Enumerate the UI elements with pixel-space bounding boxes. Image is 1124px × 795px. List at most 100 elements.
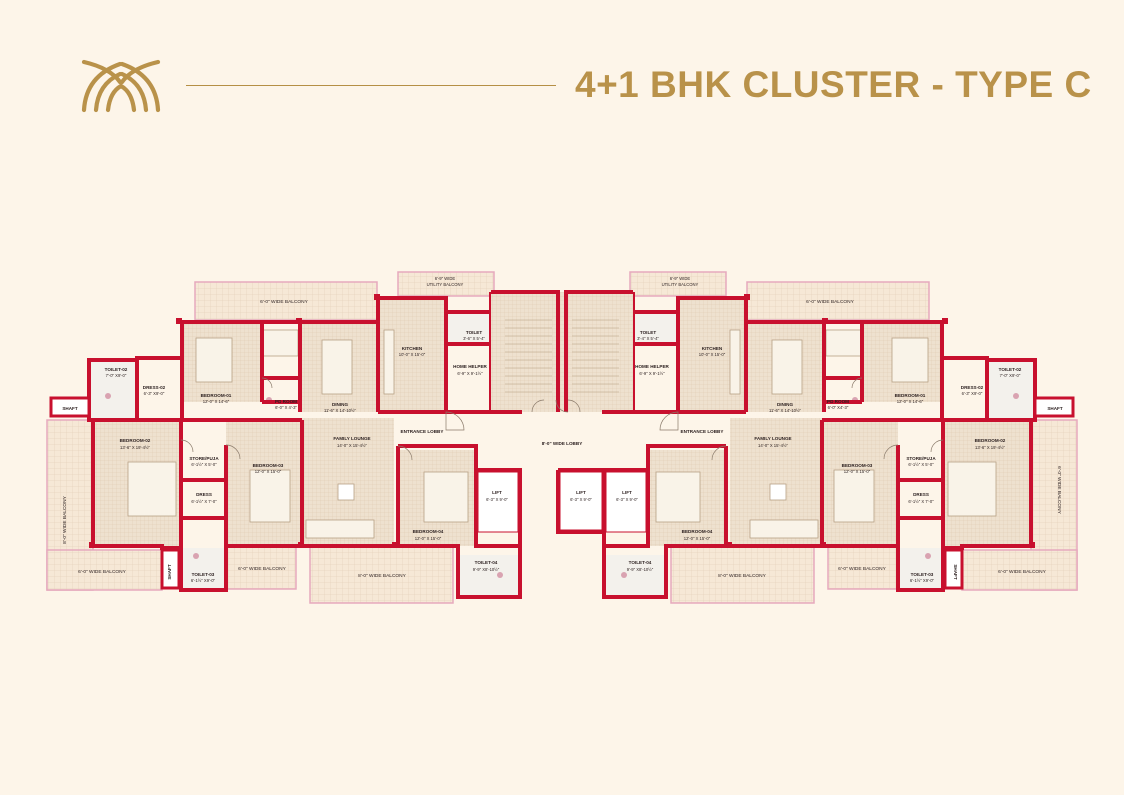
room-label-plan-right-unit-store-puja-name: STORE/PUJA <box>906 456 936 461</box>
room-label-plan-core-lift-2-size: 6'-3" X 9'-0" <box>570 497 592 502</box>
room-label-plan-left-unit-dress-02-size: 6'-3" X9'-0" <box>144 391 165 396</box>
left-unit <box>45 270 522 605</box>
room-label-plan-left-unit-bedroom-04-size: 12'-0" X 15'-0" <box>415 536 442 541</box>
room-label-plan-right-unit-toilet-03-size: 6'-1½" X9'-0" <box>910 578 935 583</box>
room-label-plan-left-unit-kitchen-name: KITCHEN <box>402 346 423 351</box>
room-label-plan-right-unit-family-lounge-size: 14'-0" X 15'-4½" <box>758 443 788 448</box>
room-label-plan-core-lift-2-name: LIFT <box>576 490 586 495</box>
room-label-plan-left-unit-bedroom-01-size: 12'-0" X 14'-6" <box>203 399 230 404</box>
central-core <box>476 290 648 546</box>
room-label-plan-right-unit-store-puja-size: 6'-1½" X 5'-0" <box>908 462 934 467</box>
page-title: 4+1 BHK CLUSTER - TYPE C <box>575 64 1092 105</box>
room-label-plan-right-unit-bedroom-01-size: 12'-0" X 14'-6" <box>897 399 924 404</box>
room-label-plan-left-unit-store-puja-size: 6'-1½" X 5'-0" <box>191 462 217 467</box>
room-label-plan-right-unit-balcony-top: 6'-0" WIDE BALCONY <box>806 299 854 305</box>
room-label-plan-right-unit-dress-name: DRESS <box>913 492 929 497</box>
wheat-arches-logo-icon <box>81 59 161 113</box>
room-label-plan-left-unit-bedroom-02-name: BEDROOM-02 <box>120 438 151 443</box>
room-label-plan-left-unit-dining-name: DINING <box>332 402 349 407</box>
room-label-plan-left-unit-bedroom-03-name: BEDROOM-03 <box>253 463 284 468</box>
core-labels: 8'-0" WIDE LOBBY LIFT 6'-3" X 9'-0" LIFT… <box>486 441 638 502</box>
room-label-plan-right-unit-toilet-02-name: TOILET-02 <box>999 367 1022 372</box>
room-label-plan-left-unit-bedroom-02-size: 13'-6" X 19'-4½" <box>120 445 150 450</box>
right-unit <box>602 270 1079 605</box>
room-label-plan-right-unit-toilet-02-size: 7'-0" X9'-0" <box>1000 373 1021 378</box>
room-label-plan-left-unit-toilet-03-name: TOILET-03 <box>192 572 215 577</box>
room-label-plan-right-unit-bedroom-01-name: BEDROOM-01 <box>895 393 926 398</box>
room-label-plan-left-unit-store-puja-name: STORE/PUJA <box>189 456 219 461</box>
room-label-plan-core-lift-3-name: LIFT <box>622 490 632 495</box>
room-label-plan-right-unit-dress-size: 6'-1½" X 7'-0" <box>908 499 934 504</box>
lift-mid <box>559 471 603 531</box>
room-label-plan-left-unit-dress-name: DRESS <box>196 492 212 497</box>
title-divider <box>186 85 556 86</box>
room-label-plan-left-unit-kitchen-size: 10'-0" X 15'-0" <box>399 352 426 357</box>
room-label-plan-right-unit-shaft-bottom: SHAFT <box>953 564 958 580</box>
room-label-plan-right-unit-dress-02-name: DRESS-02 <box>961 385 984 390</box>
room-label-plan-right-unit-balcony-bottom-mid: 6'-0" WIDE BALCONY <box>838 566 886 572</box>
room-label-plan-core-lift-1-name: LIFT <box>492 490 502 495</box>
room-label-plan-right-unit-pd-room-size: 6'-0" X4'-3" <box>828 405 849 410</box>
room-label-plan-left-unit-balcony-bottom-big: 8'-0" WIDE BALCONY <box>358 573 406 579</box>
room-label-plan-left-unit-toilet-top-name: TOILET <box>466 330 482 335</box>
room-label-plan-left-unit-balcony-left-vertical: 8'-0" WIDE BALCONY <box>62 495 68 543</box>
room-label-plan-left-unit-bedroom-03-size: 12'-0" X 15'-0" <box>255 469 282 474</box>
room-label-plan-left-unit-pd-room-size: 6'-0" X 4'-3" <box>275 405 297 410</box>
room-label-plan-left-unit-balcony-bottom-left: 6'-0" WIDE BALCONY <box>78 569 126 575</box>
room-label-plan-right-unit-toilet-04-name: TOILET-04 <box>629 560 652 565</box>
room-label-plan-left-unit-toilet-top-size: 3'-6" X 5'-4" <box>463 336 485 341</box>
room-label-plan-right-unit-bedroom-04-size: 12'-0" X 15'-0" <box>684 536 711 541</box>
room-label-plan-right-unit-home-helper-size: 6'-9" X 9'-1½" <box>639 371 665 376</box>
room-label-plan-right-unit-shaft-top: SHAFT <box>1047 406 1063 411</box>
room-label-plan-right-unit-family-lounge-name: FAMILY LOUNGE <box>754 436 791 441</box>
room-label-plan-right-unit-dining-name: DINING <box>777 402 794 407</box>
room-label-plan-right-unit-bedroom-03-size: 12'-0" X 15'-0" <box>844 469 871 474</box>
room-label-plan-right-unit-bedroom-02-name: BEDROOM-02 <box>975 438 1006 443</box>
room-label-plan-left-unit-dress-size: 6'-1½" X 7'-0" <box>191 499 217 504</box>
room-label-plan-right-unit-toilet-top-size: 3'-4" X 5'-4" <box>637 336 659 341</box>
lift-right <box>605 471 647 533</box>
room-label-plan-right-unit-kitchen-size: 10'-0" X 15'-0" <box>699 352 726 357</box>
room-label-plan-left-unit-toilet-03-size: 6'-1½" X9'-0" <box>191 578 216 583</box>
room-label-plan-left-unit-shaft-bottom: SHAFT <box>167 564 172 580</box>
room-label-plan-left-unit-family-lounge-size: 14'-0" X 15'-4½" <box>337 443 367 448</box>
room-label-plan-right-unit-bedroom-02-size: 13'-6" X 19'-4½" <box>975 445 1005 450</box>
room-label-plan-right-unit-kitchen-name: KITCHEN <box>702 346 723 351</box>
room-label-plan-right-unit-home-helper-name: HOME HELPER <box>635 364 669 369</box>
room-label-plan-right-unit-bedroom-03-name: BEDROOM-03 <box>842 463 873 468</box>
room-label-plan-left-unit-bedroom-04-name: BEDROOM-04 <box>413 529 444 534</box>
room-label-plan-left-unit-home-helper-name: HOME HELPER <box>453 364 487 369</box>
room-label-plan-right-unit-toilet-03-name: TOILET-03 <box>911 572 934 577</box>
room-label-plan-left-unit-bedroom-01-name: BEDROOM-01 <box>201 393 232 398</box>
room-label-plan-core-lift-1-size: 6'-3" X 9'-0" <box>486 497 508 502</box>
room-label-plan-right-unit-dress-02-size: 6'-3" X9'-0" <box>962 391 983 396</box>
room-label-plan-left-unit-dress-02-name: DRESS-02 <box>143 385 166 390</box>
room-label-plan-left-unit-entrance-lobby: ENTRANCE LOBBY <box>401 429 444 434</box>
room-label-plan-left-unit-pd-room-name: PD ROOM <box>275 399 297 404</box>
room-label-plan-right-unit-utility-balcony-0: 6'-9" WIDE <box>670 276 691 281</box>
room-label-plan-right-unit-balcony-bottom-big: 8'-0" WIDE BALCONY <box>718 573 766 579</box>
left-unit-labels: 6'-0" WIDE BALCONY 6'-9" WIDE UTILITY BA… <box>62 276 500 583</box>
room-label-plan-right-unit-toilet-top-name: TOILET <box>640 330 656 335</box>
room-label-plan-right-unit-balcony-bottom-right: 6'-0" WIDE BALCONY <box>998 569 1046 575</box>
room-label-plan-left-unit-balcony-top: 6'-0" WIDE BALCONY <box>260 299 308 305</box>
right-unit-labels: 6'-0" WIDE BALCONY 6'-9" WIDE UTILITY BA… <box>627 276 1063 583</box>
room-label-plan-left-unit-toilet-04-name: TOILET-04 <box>475 560 498 565</box>
room-label-plan-right-unit-entrance-lobby: ENTRANCE LOBBY <box>681 429 724 434</box>
room-label-plan-left-unit-shaft-top: SHAFT <box>62 406 78 411</box>
room-label-plan-right-unit-utility-balcony-1: UTILITY BALCONY <box>662 282 699 287</box>
lift-left <box>477 471 519 533</box>
room-label-plan-right-unit-pd-room-name: PD ROOM <box>827 399 849 404</box>
room-label-plan-core-lift-3-size: 6'-3" X 9'-0" <box>616 497 638 502</box>
room-label-plan-left-unit-utility-balcony-0: 6'-9" WIDE <box>435 276 456 281</box>
room-label-plan-left-unit-home-helper-size: 6'-9" X 9'-1½" <box>457 371 483 376</box>
room-label-plan-core-lobby: 8'-0" WIDE LOBBY <box>542 441 583 446</box>
room-label-plan-right-unit-balcony-right-vertical: 6'-0" WIDE BALCONY <box>1056 466 1062 514</box>
room-label-plan-right-unit-dining-size: 11'-6" X 14'-10½" <box>769 408 801 413</box>
room-label-plan-left-unit-dining-size: 11'-6" X 14'-10½" <box>324 408 356 413</box>
room-label-plan-right-unit-toilet-04-size: 9'-9" X8'-10½" <box>627 567 654 572</box>
room-label-plan-left-unit-toilet-02-size: 7'-0" X9'-0" <box>106 373 127 378</box>
room-label-plan-left-unit-balcony-bottom-mid: 6'-0" WIDE BALCONY <box>238 566 286 572</box>
